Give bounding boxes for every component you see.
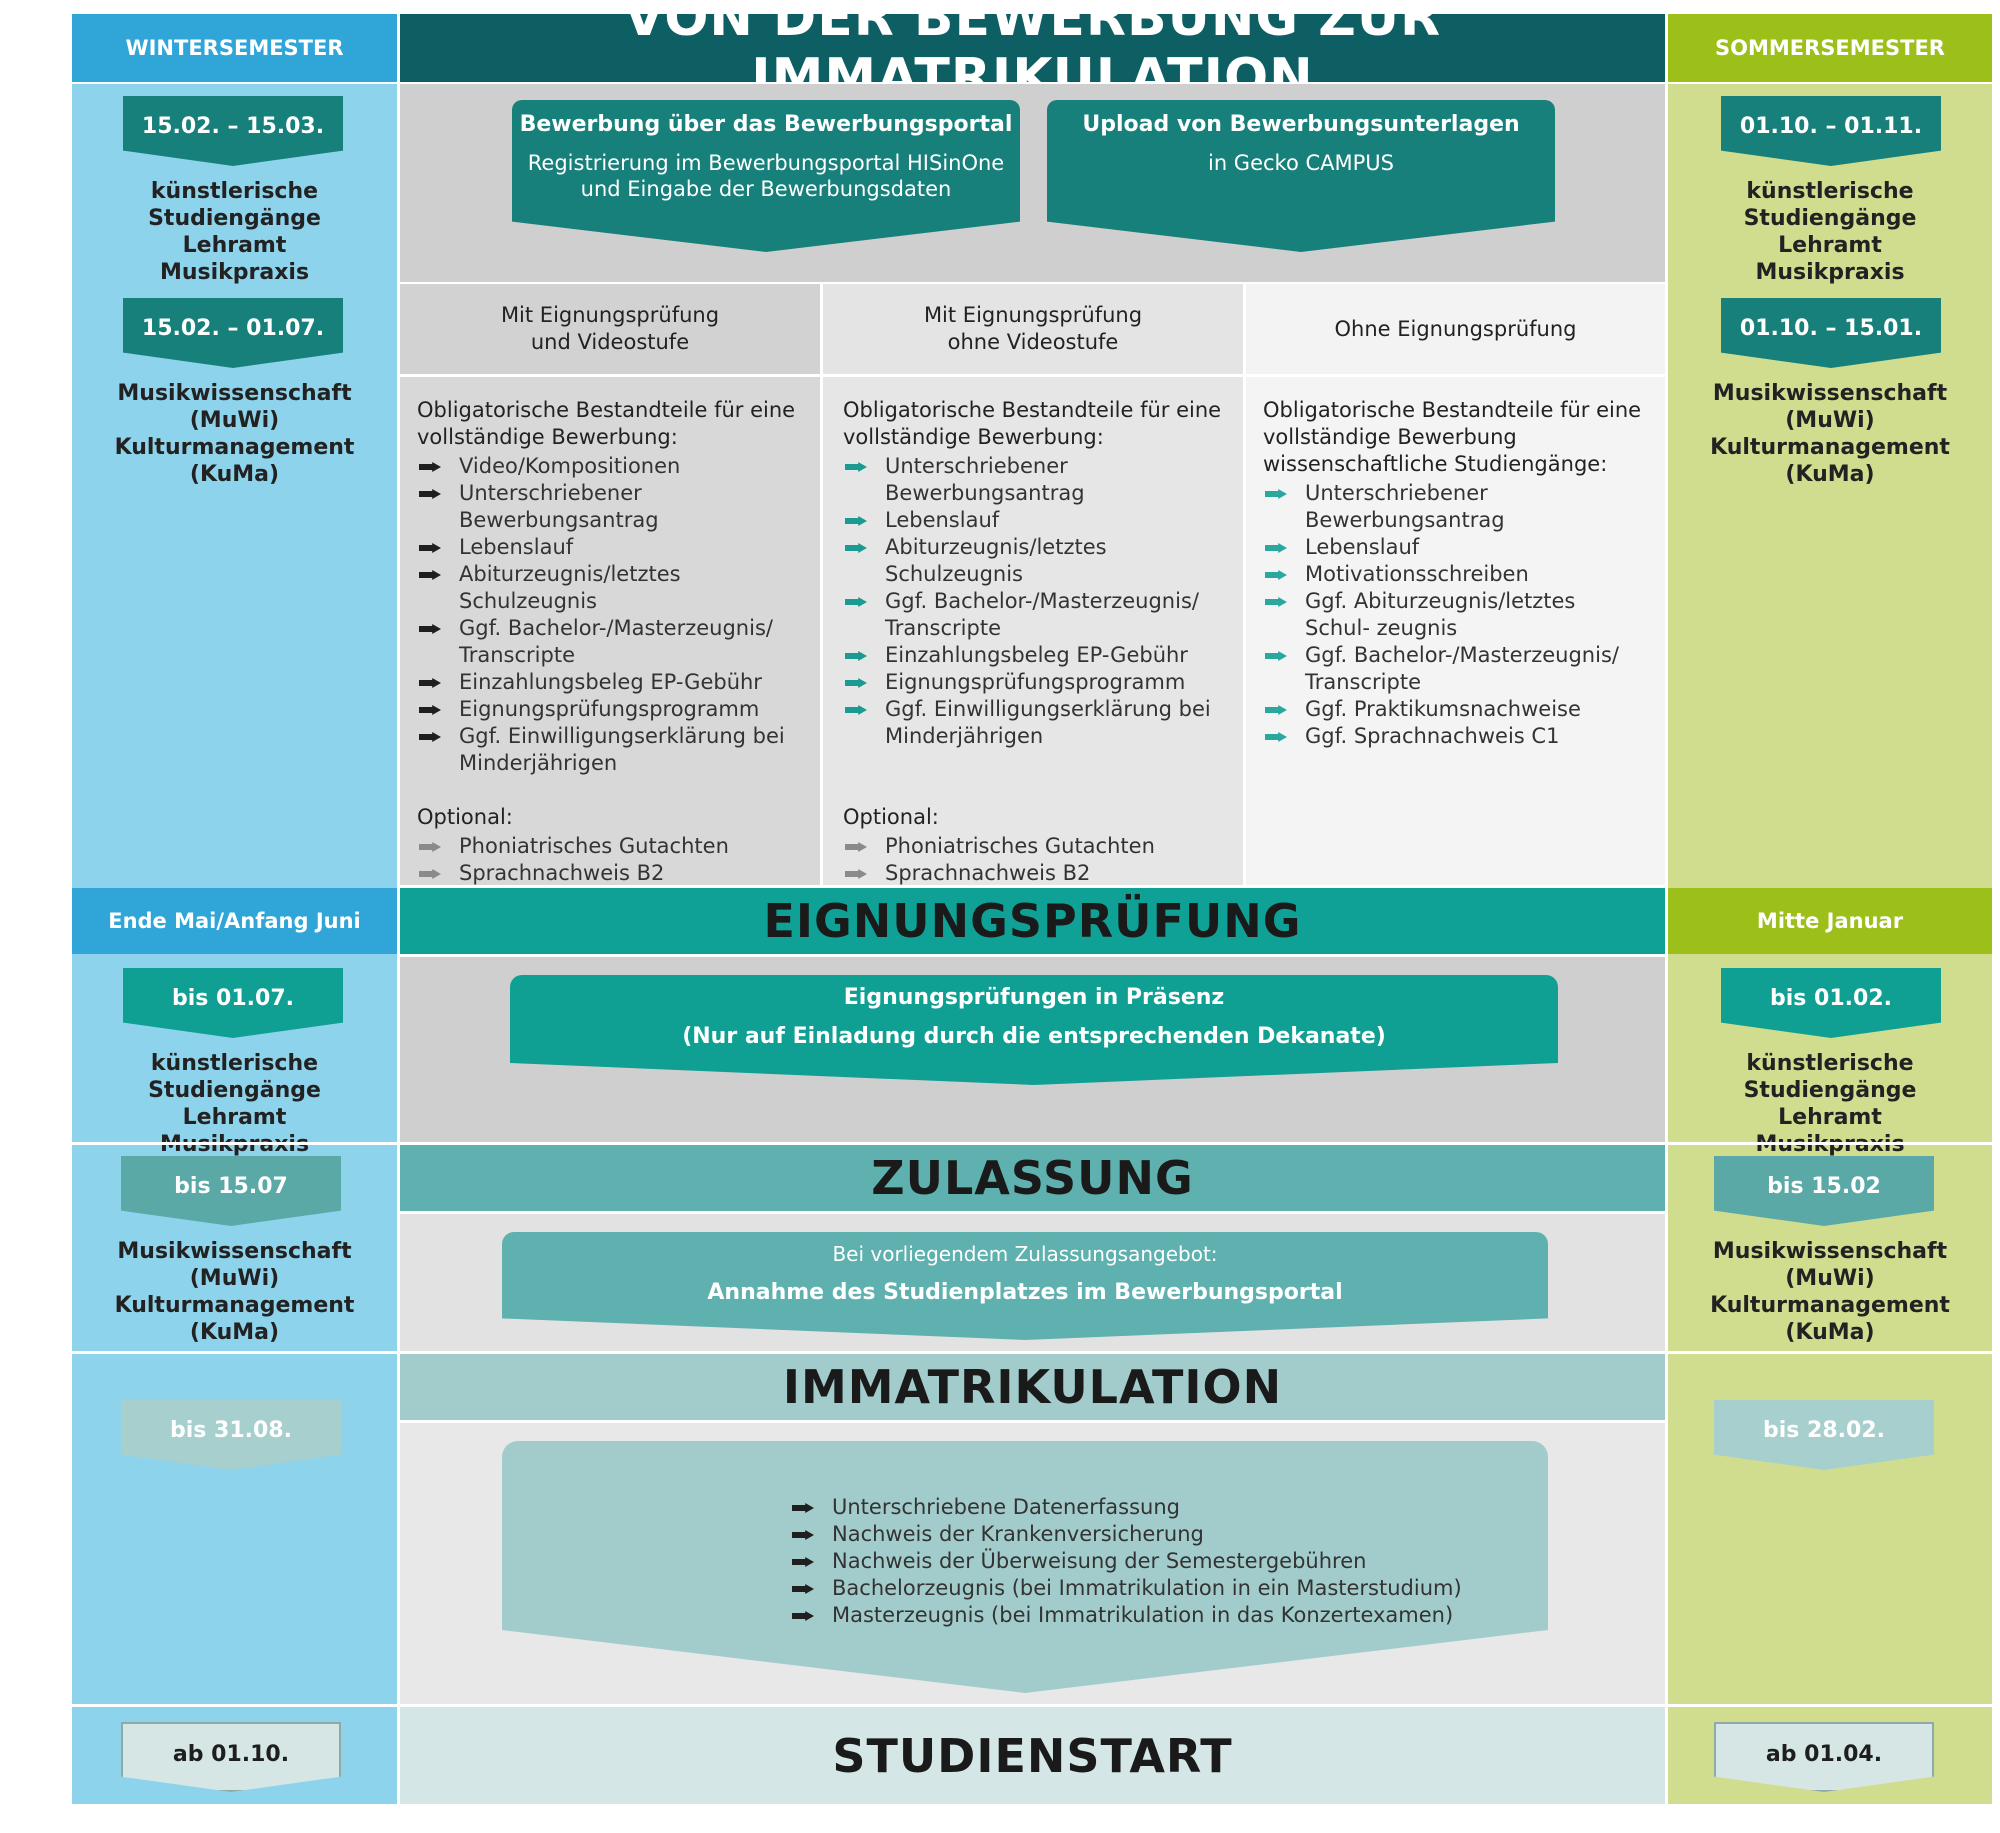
list-item: Ggf. Einwilligungserklärung bei Minderjä…	[417, 723, 789, 777]
list-item: Unterschriebener Bewerbungsantrag	[1263, 480, 1658, 534]
winter-deadline-2: 15.02. – 01.07.	[123, 298, 343, 368]
list-item: Lebenslauf	[417, 534, 812, 561]
upload-box: Upload von Bewerbungsunterlagen in Gecko…	[1047, 100, 1555, 252]
enrollment-list: Unterschriebene Datenerfassung Nachweis …	[790, 1494, 1510, 1629]
summer-divider-3	[1668, 1704, 1992, 1707]
optional-label: Optional:	[843, 805, 939, 829]
list-item: Unterschriebener Bewerbungsantrag	[843, 453, 1238, 507]
summer-header: SOMMERSEMESTER	[1668, 14, 1992, 82]
winter-header: WINTERSEMESTER	[72, 14, 397, 82]
exam-header: EIGNUNGSPRÜFUNG	[400, 888, 1665, 954]
summer-deadline-1: 01.10. – 01.11.	[1721, 96, 1941, 166]
list-item: Phoniatrisches Gutachten	[417, 833, 747, 860]
column-head-3: Ohne Eignungsprüfung	[1246, 284, 1665, 374]
admission-header: ZULASSUNG	[400, 1145, 1665, 1211]
list-item: Ggf. Praktikumsnachweise	[1263, 696, 1658, 723]
list-item: Eignungsprüfungsprogramm	[843, 669, 1238, 696]
list-item: Abiturzeugnis/letztes Schulzeugnis	[843, 534, 1238, 588]
list-item: Masterzeugnis (bei Immatrikulation in da…	[790, 1602, 1510, 1629]
page-title: VON DER BEWERBUNG ZUR IMMATRIKULATION	[400, 0, 1665, 108]
exam-box-line2: (Nur auf Einladung durch die entsprechen…	[682, 1024, 1386, 1049]
upload-line1: in Gecko CAMPUS	[1207, 151, 1394, 175]
optional-label: Optional:	[417, 805, 513, 829]
winter-deadline-3: bis 01.07.	[123, 968, 343, 1038]
start-header: STUDIENSTART	[400, 1707, 1665, 1804]
summer-deadline-5: bis 28.02.	[1714, 1400, 1934, 1470]
winter-deadline-4: bis 15.07	[121, 1156, 341, 1226]
list-item: Einzahlungsbeleg EP-Gebühr	[417, 669, 812, 696]
list-item: Nachweis der Überweisung der Semestergeb…	[790, 1548, 1510, 1575]
winter-start: ab 01.10.	[121, 1722, 341, 1792]
winter-exam-header: Ende Mai/Anfang Juni	[72, 888, 397, 954]
list-item: Ggf. Abiturzeugnis/letztes Schul- zeugni…	[1263, 588, 1635, 642]
portal-line2: und Eingabe der Bewerbungsdaten	[580, 177, 952, 201]
list-item: Nachweis der Krankenversicherung	[790, 1521, 1510, 1548]
list-item: Motivationsschreiben	[1263, 561, 1658, 588]
admission-box-line1: Bei vorliegendem Zulassungsangebot:	[832, 1242, 1218, 1266]
list-item: Video/Kompositionen	[417, 453, 812, 480]
required-list: Unterschriebener Bewerbungsantrag Lebens…	[843, 453, 1238, 750]
list-item: Unterschriebener Bewerbungsantrag	[417, 480, 812, 534]
list-item: Einzahlungsbeleg EP-Gebühr	[843, 642, 1238, 669]
winter-deadline-5: bis 31.08.	[121, 1400, 341, 1470]
list-item: Ggf. Sprachnachweis C1	[1263, 723, 1658, 750]
winter-deadline-1: 15.02. – 15.03.	[123, 96, 343, 166]
required-list: Video/Kompositionen Unterschriebener Bew…	[417, 453, 812, 777]
list-item: Phoniatrisches Gutachten	[843, 833, 1173, 860]
winter-group-4: Musikwissenschaft(MuWi)Kulturmanagement(…	[114, 1239, 355, 1345]
summer-exam-header: Mitte Januar	[1668, 888, 1992, 954]
winter-group-3: künstlerische StudiengängeLehramtMusikpr…	[148, 1051, 321, 1157]
admission-box-line2: Annahme des Studienplatzes im Bewerbungs…	[707, 1280, 1343, 1305]
portal-line1: Registrierung im Bewerbungsportal HISinO…	[527, 151, 1005, 175]
summer-deadline-4: bis 15.02	[1714, 1156, 1934, 1226]
winter-group-2: Musikwissenschaft(MuWi)Kulturmanagement(…	[114, 381, 355, 487]
upload-title: Upload von Bewerbungsunterlagen	[1082, 112, 1520, 137]
list-item: Abiturzeugnis/letztes Schulzeugnis	[417, 561, 812, 615]
summer-group-4: Musikwissenschaft(MuWi)Kulturmanagement(…	[1710, 1239, 1950, 1345]
summer-start: ab 01.04.	[1714, 1722, 1934, 1792]
list-item: Ggf. Bachelor-/Masterzeugnis/ Transcript…	[417, 615, 789, 669]
winter-divider-2	[72, 1351, 397, 1354]
list-item: Bachelorzeugnis (bei Immatrikulation in …	[790, 1575, 1510, 1602]
admission-box: Bei vorliegendem Zulassungsangebot: Anna…	[502, 1232, 1548, 1340]
exam-box: Eignungsprüfungen in Präsenz (Nur auf Ei…	[510, 975, 1558, 1085]
winter-divider-3	[72, 1704, 397, 1707]
portal-application-box: Bewerbung über das Bewerbungsportal Regi…	[512, 100, 1020, 252]
list-item: Unterschriebene Datenerfassung	[790, 1494, 1510, 1521]
summer-divider	[1668, 1142, 1992, 1145]
required-list: Unterschriebener Bewerbungsantrag Lebens…	[1263, 480, 1658, 750]
list-item: Ggf. Bachelor-/Masterzeugnis/ Transcript…	[1263, 642, 1635, 696]
summer-deadline-3: bis 01.02.	[1721, 968, 1941, 1038]
list-item: Lebenslauf	[1263, 534, 1658, 561]
enrollment-header: IMMATRIKULATION	[400, 1354, 1665, 1420]
summer-divider-2	[1668, 1351, 1992, 1354]
winter-divider	[72, 1142, 397, 1145]
portal-title: Bewerbung über das Bewerbungsportal	[519, 112, 1013, 137]
list-item: Ggf. Einwilligungserklärung bei Minderjä…	[843, 696, 1215, 750]
list-item: Lebenslauf	[843, 507, 1238, 534]
list-item: Ggf. Bachelor-/Masterzeugnis/ Transcript…	[843, 588, 1215, 642]
summer-deadline-2: 01.10. – 15.01.	[1721, 298, 1941, 368]
exam-box-line1: Eignungsprüfungen in Präsenz	[843, 985, 1225, 1010]
list-item: Eignungsprüfungsprogramm	[417, 696, 812, 723]
summer-group-2: Musikwissenschaft(MuWi)Kulturmanagement(…	[1710, 381, 1950, 487]
